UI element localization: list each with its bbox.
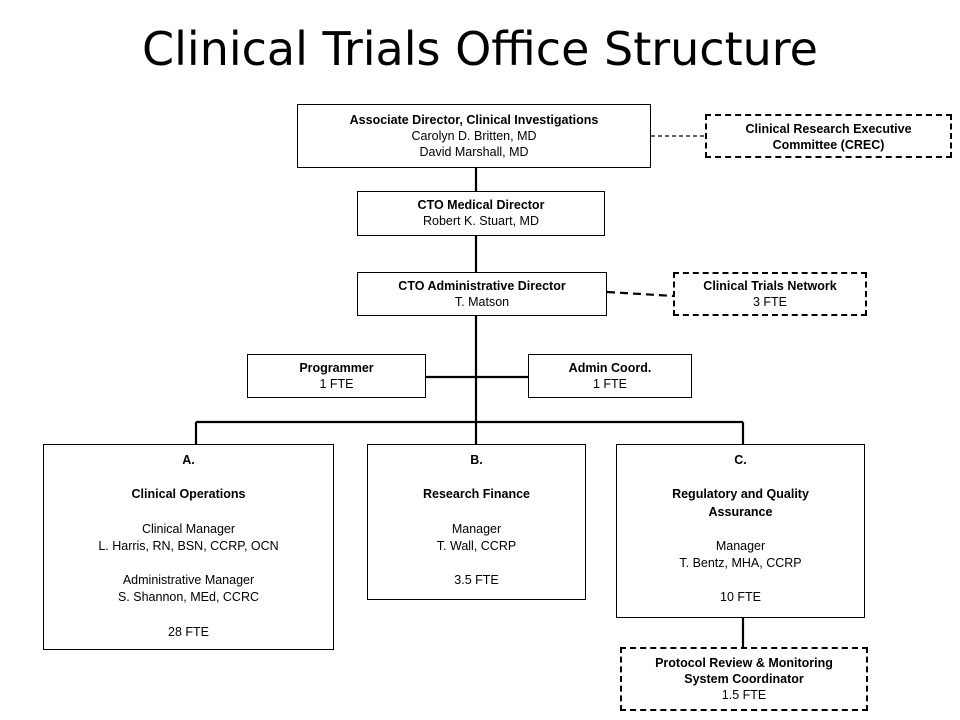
administrative-manager-role: Administrative Manager <box>122 573 255 588</box>
associate-director-title: Associate Director, Clinical Investigati… <box>349 113 599 127</box>
regulatory-title-2: Assurance <box>708 504 773 519</box>
crec-line-2: Committee (CREC) <box>772 138 885 152</box>
protocol-review-title-2: System Coordinator <box>684 672 804 686</box>
research-finance-box: B. Research Finance Manager T. Wall, CCR… <box>367 444 586 600</box>
research-finance-manager-name: T. Wall, CCRP <box>436 538 517 553</box>
connector-network <box>606 290 675 298</box>
research-finance-manager-role: Manager <box>451 521 502 536</box>
admin-director-title: CTO Administrative Director <box>398 279 566 293</box>
admin-coord-box: Admin Coord. 1 FTE <box>528 354 692 398</box>
associate-director-name-1: Carolyn D. Britten, MD <box>411 129 537 143</box>
regulatory-manager-name: T. Bentz, MHA, CCRP <box>679 556 802 571</box>
regulatory-box: C. Regulatory and Quality Assurance Mana… <box>616 444 865 618</box>
clinical-operations-box: A. Clinical Operations Clinical Manager … <box>43 444 334 650</box>
clinical-operations-letter: A. <box>182 453 195 467</box>
research-finance-fte: 3.5 FTE <box>454 573 499 588</box>
associate-director-box: Associate Director, Clinical Investigati… <box>297 104 651 168</box>
associate-director-name-2: David Marshall, MD <box>419 145 529 159</box>
medical-director-name: Robert K. Stuart, MD <box>422 214 539 228</box>
trials-network-fte: 3 FTE <box>752 295 788 309</box>
regulatory-title-1: Regulatory and Quality <box>672 487 809 502</box>
administrative-manager-name: S. Shannon, MEd, CCRC <box>117 590 260 605</box>
research-finance-title: Research Finance <box>423 487 530 502</box>
trials-network-title: Clinical Trials Network <box>703 279 837 293</box>
clinical-operations-fte: 28 FTE <box>168 624 209 639</box>
medical-director-box: CTO Medical Director Robert K. Stuart, M… <box>357 191 605 236</box>
crec-box: Clinical Research Executive Committee (C… <box>705 114 952 158</box>
medical-director-title: CTO Medical Director <box>417 198 545 212</box>
clinical-manager-role: Clinical Manager <box>141 521 236 536</box>
protocol-review-fte: 1.5 FTE <box>721 688 767 702</box>
admin-coord-title: Admin Coord. <box>568 361 652 375</box>
admin-coord-fte: 1 FTE <box>592 377 628 391</box>
trials-network-box: Clinical Trials Network 3 FTE <box>673 272 867 316</box>
protocol-review-title-1: Protocol Review & Monitoring <box>655 656 833 670</box>
regulatory-letter: C. <box>734 453 747 467</box>
clinical-operations-title: Clinical Operations <box>131 487 246 502</box>
research-finance-letter: B. <box>470 453 483 467</box>
page-title: Clinical Trials Office Structure <box>142 22 818 76</box>
programmer-fte: 1 FTE <box>319 377 354 391</box>
regulatory-manager-role: Manager <box>715 538 766 553</box>
admin-director-box: CTO Administrative Director T. Matson <box>357 272 607 316</box>
admin-director-name: T. Matson <box>454 295 510 309</box>
programmer-title: Programmer <box>299 361 374 375</box>
protocol-review-box: Protocol Review & Monitoring System Coor… <box>620 647 868 711</box>
programmer-box: Programmer 1 FTE <box>247 354 426 398</box>
regulatory-fte: 10 FTE <box>720 590 761 605</box>
crec-line-1: Clinical Research Executive <box>745 122 912 136</box>
clinical-manager-name: L. Harris, RN, BSN, CCRP, OCN <box>98 538 279 553</box>
